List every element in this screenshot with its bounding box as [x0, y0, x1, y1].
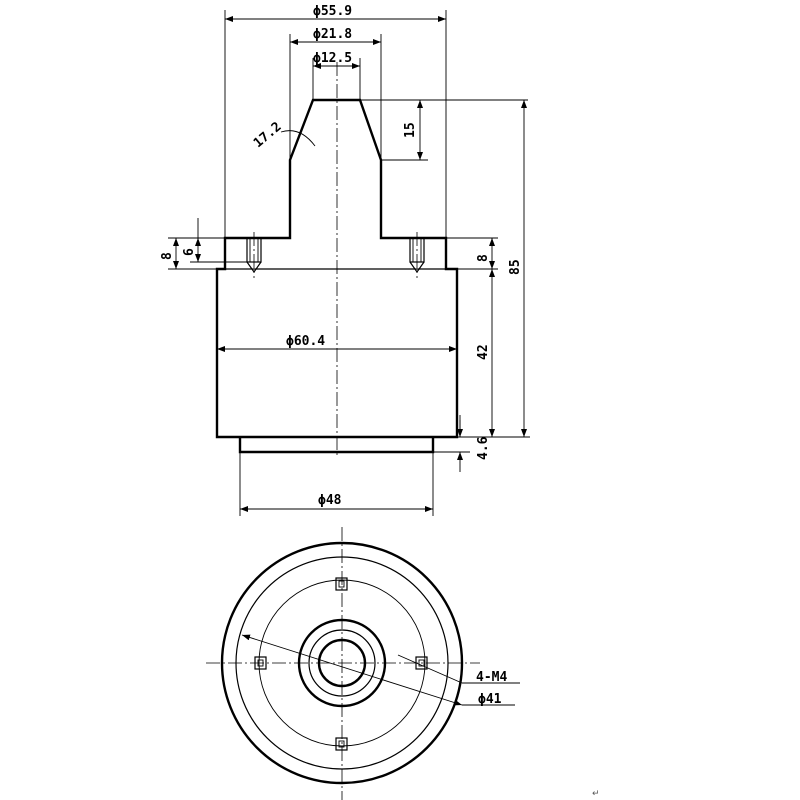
dim-top-width: ϕ55.9	[313, 4, 352, 19]
dim-pin-inner: 6	[182, 248, 197, 256]
bolt-hole-bottom	[335, 737, 348, 751]
dim-bolt-circle: ϕ41	[478, 692, 502, 707]
thread-callout: 4-M4	[476, 670, 507, 685]
dim-cone-angle: 17.2	[251, 119, 285, 151]
top-view: 4-M4 ϕ41	[206, 527, 520, 800]
base-flange	[238, 437, 435, 454]
dim-flange-right: 8	[476, 254, 491, 262]
right-pin	[409, 232, 425, 278]
footnote-mark: ↵	[592, 789, 600, 799]
dim-mid-width: ϕ21.8	[313, 27, 352, 42]
dim-pin-outer: 8	[160, 252, 175, 260]
outer-circle	[220, 541, 464, 785]
dim-base-diameter: ϕ48	[318, 493, 342, 508]
cone-angle-arc	[280, 130, 316, 147]
dim-total-height: 85	[508, 259, 523, 275]
dim-base-height: 4.6	[476, 436, 491, 460]
bolt-circle-leader	[241, 634, 463, 706]
dim-neck-width: ϕ12.5	[313, 51, 352, 66]
side-view: ϕ55.9 ϕ21.8 ϕ12.5 17.2 15 85 8 42 4.6	[160, 4, 530, 516]
dim-body-height: 42	[476, 344, 491, 360]
thread-leader	[397, 654, 463, 684]
left-pin	[246, 232, 262, 278]
dim-body-diameter: ϕ60.4	[286, 334, 325, 349]
bolt-hole-top	[335, 577, 348, 591]
dim-cone-height: 15	[403, 122, 418, 138]
